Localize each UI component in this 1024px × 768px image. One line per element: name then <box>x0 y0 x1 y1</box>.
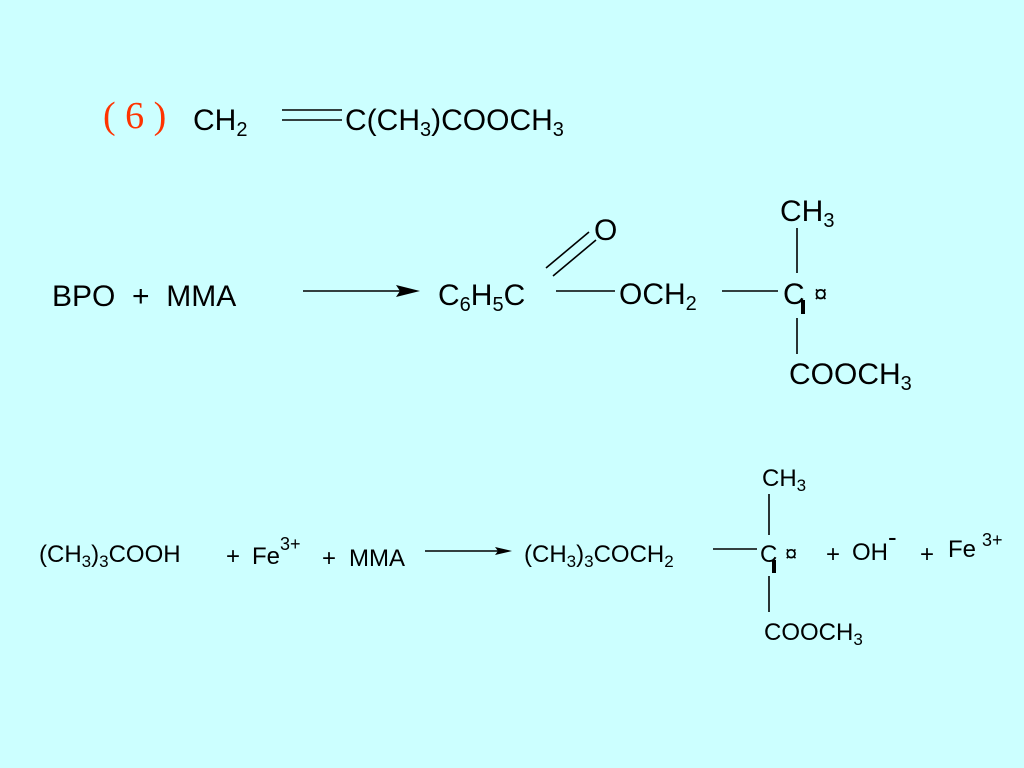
r1-methyl-sub: 3 <box>823 210 834 232</box>
r2-reactant-hydroperoxide: (CH3)3COOH <box>39 541 181 571</box>
reaction2-arrow-head <box>495 547 512 555</box>
phenyl-sub5: 5 <box>492 294 503 316</box>
r1-ester-sub: 3 <box>901 373 912 395</box>
r2-plus-1: + <box>226 543 240 570</box>
r2-p-sub1: 3 <box>567 552 576 571</box>
r2-fe-2: Fe <box>948 536 976 563</box>
monomer-left: CH2 <box>193 104 247 141</box>
monomer-right-a: C(CH <box>345 104 420 137</box>
r2-radical-dot: ¤ <box>785 541 797 566</box>
r1-radical-mark <box>801 300 805 314</box>
r2-plus-2: + <box>322 545 336 572</box>
carbonyl-c: C <box>504 279 526 312</box>
r2-mma: MMA <box>349 545 405 572</box>
r2-plus-4: + <box>920 541 934 568</box>
r2-oh-charge: - <box>888 522 897 552</box>
monomer-ch-sub: 2 <box>236 119 247 141</box>
r2-iron: Fe3+ <box>252 534 301 570</box>
och-sub: 2 <box>686 293 697 315</box>
r2-iron-2: Fe 3+ <box>948 530 1003 563</box>
r2-p-mid: ) <box>576 541 584 568</box>
carbonyl-bond-2 <box>552 239 597 277</box>
r1-ester-cooch: COOCH <box>789 358 901 391</box>
phenyl-sub6: 6 <box>460 294 471 316</box>
monomer-sub1: 3 <box>420 119 431 141</box>
carbonyl-oxygen: O <box>594 214 617 247</box>
r2-r-sub1: 3 <box>82 552 91 571</box>
r2-fe: Fe <box>252 543 280 570</box>
r1-ester: COOCH3 <box>789 358 912 395</box>
r2-oh: OH <box>852 539 888 566</box>
r2-methyl-sub: 3 <box>797 476 806 495</box>
r2-product-chain: (CH3)3COCH2 <box>524 541 674 571</box>
r1-radical-c: C <box>783 278 805 311</box>
r2-r-end: COOH <box>109 541 181 568</box>
och2-group: OCH2 <box>619 278 697 315</box>
r2-r-open: (CH <box>39 541 82 568</box>
monomer-right: C(CH3)COOCH3 <box>345 104 564 141</box>
monomer-right-b: )COOCH <box>431 104 553 137</box>
r2-r-mid: ) <box>91 541 99 568</box>
r2-plus-3: + <box>826 541 840 568</box>
reaction1-reactants: BPO + MMA <box>52 280 236 313</box>
r2-ester-cooch: COOCH <box>764 619 853 646</box>
r1-methyl: CH3 <box>780 195 834 232</box>
r2-p-coch: COCH <box>594 541 665 568</box>
carbonyl-bond-1 <box>545 231 590 269</box>
reaction1-arrow-head <box>396 285 420 297</box>
phenyl-group: C6H5C <box>438 279 525 316</box>
och-label: OCH <box>619 278 686 311</box>
r2-fe-charge: 3+ <box>280 534 301 554</box>
r2-methyl: CH3 <box>762 465 806 495</box>
phenyl-c: C <box>438 279 460 312</box>
problem-number: ( 6 ) <box>103 95 166 137</box>
r2-p-open: (CH <box>524 541 567 568</box>
monomer-sub2: 3 <box>553 119 564 141</box>
r2-methyl-ch: CH <box>762 465 797 492</box>
r1-radical-dot: ¤ <box>814 281 827 308</box>
r2-p-sub2: 3 <box>584 552 593 571</box>
r2-ester: COOCH3 <box>764 619 863 649</box>
r2-p-sub3: 2 <box>664 552 673 571</box>
r2-hydroxide: OH- <box>852 522 897 566</box>
r2-radical-mark <box>772 560 776 573</box>
r2-ester-sub: 3 <box>853 630 862 649</box>
r2-fe-2-charge: 3+ <box>982 530 1003 550</box>
r1-methyl-ch: CH <box>780 195 823 228</box>
monomer-ch: CH <box>193 104 236 137</box>
r2-r-sub2: 3 <box>99 552 108 571</box>
phenyl-h: H <box>471 279 493 312</box>
